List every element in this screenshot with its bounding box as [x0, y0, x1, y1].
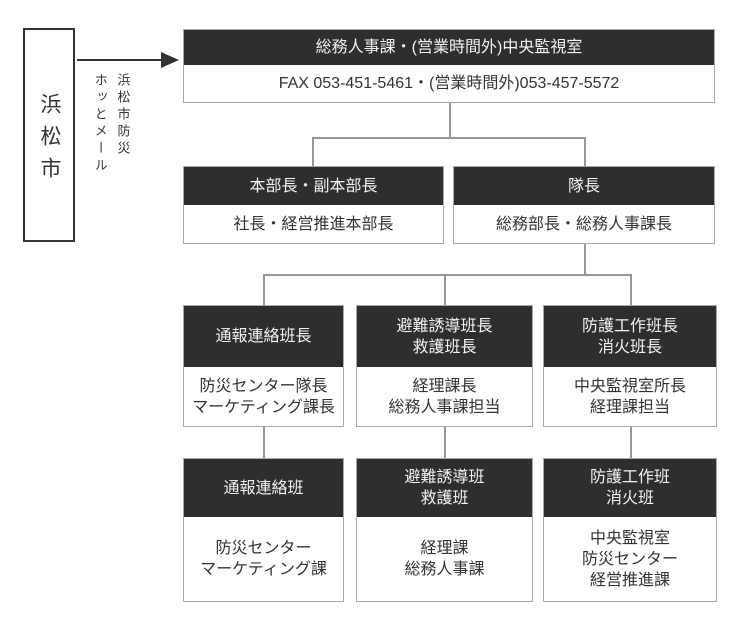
- node-contact-detail: FAX 053-451-5461・(営業時間外)053-457-5572: [184, 65, 714, 102]
- connector-v-row4-col1: [263, 427, 265, 458]
- node-contact-title: 総務人事課・(営業時間外)中央監視室: [184, 30, 714, 65]
- connector-v-row4-col2: [444, 427, 446, 458]
- node-report-liaison-chief-title: 通報連絡班長: [184, 306, 343, 367]
- detail-line: 防災センター: [581, 550, 678, 568]
- node-hq-chief-detail: 社長・経営推進本部長: [184, 205, 443, 243]
- channel-label-line1: 浜松市防災: [115, 73, 131, 158]
- node-hq-chief-title: 本部長・副本部長: [184, 167, 443, 205]
- node-hq-chief: 本部長・副本部長 社長・経営推進本部長: [183, 166, 444, 244]
- node-protection-fire-team-detail: 中央監視室 防災センター 経営推進課: [544, 517, 716, 601]
- detail-line: 総務人事課: [404, 561, 485, 578]
- node-squad-leader-title-text: 隊長: [567, 177, 600, 195]
- node-evacuation-rescue-chief-title: 避難誘導班長 救護班長: [357, 306, 532, 367]
- detail-line: 総務人事課担当: [388, 398, 501, 416]
- node-evacuation-rescue-team-title: 避難誘導班 救護班: [357, 459, 532, 517]
- hamamatsu-city-label: 浜松市: [38, 92, 61, 189]
- node-hq-chief-title-text: 本部長・副本部長: [249, 177, 378, 195]
- node-hq-chief-detail-text: 社長・経営推進本部長: [233, 215, 394, 233]
- connector-v-leader: [584, 137, 586, 166]
- node-evacuation-rescue-team-detail: 経理課 総務人事課: [357, 517, 532, 601]
- node-evacuation-rescue-team: 避難誘導班 救護班 経理課 総務人事課: [356, 458, 533, 602]
- node-report-liaison-team-detail: 防災センター マーケティング課: [184, 517, 343, 601]
- detail-line: 経理課: [420, 540, 469, 557]
- channel-label-line2: ホッとメール: [92, 73, 108, 175]
- title-line: 通報連絡班: [223, 479, 304, 497]
- node-protection-fire-team: 防護工作班 消火班 中央監視室 防災センター 経営推進課: [543, 458, 717, 602]
- node-evacuation-rescue-chief: 避難誘導班長 救護班長 経理課長 総務人事課担当: [356, 305, 533, 427]
- node-squad-leader-title: 隊長: [454, 167, 714, 205]
- connector-h-row3: [263, 274, 631, 276]
- detail-line: 経理課長: [412, 377, 477, 395]
- node-report-liaison-chief-detail: 防災センター隊長 マーケティング課長: [184, 367, 343, 426]
- title-line: 避難誘導班: [404, 469, 485, 486]
- title-line: 防護工作班長: [581, 317, 678, 335]
- node-protection-fire-team-title: 防護工作班 消火班: [544, 459, 716, 517]
- node-protection-fire-chief: 防護工作班長 消火班長 中央監視室所長 経理課担当: [543, 305, 717, 427]
- detail-line: 経理課担当: [589, 398, 670, 416]
- connector-v-row3-col3: [630, 274, 632, 305]
- connector-v-row3-col2: [444, 274, 446, 305]
- hamamatsu-city-box: 浜松市: [23, 28, 75, 242]
- node-squad-leader-detail: 総務部長・総務人事課長: [454, 205, 714, 243]
- detail-line: マーケティング課長: [192, 398, 335, 416]
- node-squad-leader-detail-text: 総務部長・総務人事課長: [495, 215, 672, 233]
- detail-line: 経営推進課: [589, 571, 670, 589]
- connector-v-contact: [449, 103, 451, 138]
- title-line: 消火班: [605, 490, 654, 507]
- detail-line: 中央監視室: [589, 529, 670, 547]
- node-report-liaison-team-title: 通報連絡班: [184, 459, 343, 517]
- connector-v-hq: [312, 137, 314, 166]
- title-line: 防護工作班: [589, 469, 670, 486]
- detail-line: 防災センター: [215, 540, 312, 557]
- title-line: 通報連絡班長: [215, 328, 312, 345]
- node-report-liaison-team: 通報連絡班 防災センター マーケティング課: [183, 458, 344, 602]
- node-report-liaison-chief: 通報連絡班長 防災センター隊長 マーケティング課長: [183, 305, 344, 427]
- node-contact-title-text: 総務人事課・(営業時間外)中央監視室: [315, 39, 583, 56]
- node-contact: 総務人事課・(営業時間外)中央監視室 FAX 053-451-5461・(営業時…: [183, 29, 715, 103]
- connector-h-row2: [312, 137, 585, 139]
- arrow-line: [77, 59, 162, 61]
- title-line: 救護班: [420, 490, 469, 507]
- detail-line: 中央監視室所長: [573, 377, 686, 395]
- node-evacuation-rescue-chief-detail: 経理課長 総務人事課担当: [357, 367, 532, 426]
- connector-v-leader-down: [584, 244, 586, 275]
- connector-v-row3-col1: [263, 274, 265, 305]
- node-protection-fire-chief-detail: 中央監視室所長 経理課担当: [544, 367, 716, 426]
- title-line: 救護班長: [412, 338, 477, 356]
- arrow-right-icon: [161, 52, 179, 68]
- node-squad-leader: 隊長 総務部長・総務人事課長: [453, 166, 715, 244]
- channel-label: 浜松市防災 ホッとメール: [88, 73, 134, 175]
- detail-line: マーケティング課: [200, 561, 327, 578]
- detail-line: 防災センター隊長: [199, 377, 328, 395]
- title-line: 避難誘導班長: [396, 317, 493, 335]
- title-line: 消火班長: [597, 338, 662, 356]
- connector-v-row4-col3: [630, 427, 632, 458]
- node-protection-fire-chief-title: 防護工作班長 消火班長: [544, 306, 716, 367]
- node-contact-fax: FAX 053-451-5461・(営業時間外)053-457-5572: [278, 75, 620, 92]
